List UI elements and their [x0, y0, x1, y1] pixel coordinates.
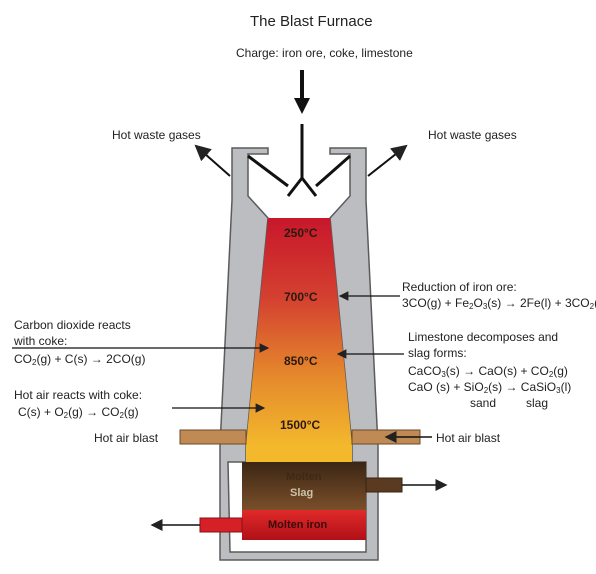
molten-iron-label: Molten iron — [268, 519, 328, 531]
limestone-label-2: slag forms: — [408, 346, 467, 360]
temp-700: 700°C — [284, 290, 318, 304]
charge-arrow-icon — [294, 98, 310, 114]
reduction-equation: 3CO(g) + Fe2O3(s) → 2Fe(l) + 3CO2(g) — [402, 296, 596, 311]
molten-slag-label-2: Slag — [290, 487, 314, 499]
molten-iron-layer — [242, 510, 366, 540]
hot-waste-left-label: Hot waste gases — [112, 128, 201, 142]
temp-250: 250°C — [284, 226, 318, 240]
molten-slag-label-1: Molten — [286, 471, 322, 483]
furnace-hot-zone — [246, 218, 352, 446]
hot-air-blast-right-label: Hot air blast — [436, 431, 501, 445]
molten-slag-layer — [242, 462, 366, 510]
limestone-equation: CaCO3(s) → CaO(s) + CO2(g) — [408, 364, 568, 379]
co2-reacts-label-1: Carbon dioxide reacts — [14, 318, 131, 332]
air-pipe-left — [179, 429, 247, 445]
hot-air-blast-left-label: Hot air blast — [94, 431, 159, 445]
page-title: The Blast Furnace — [250, 13, 373, 30]
hot-air-reacts-label: Hot air reacts with coke: — [14, 388, 143, 402]
slag-label: slag — [526, 396, 549, 410]
co2-reacts-label-2: with coke: — [14, 334, 68, 348]
temp-1500: 1500°C — [280, 418, 321, 432]
charge-label: Charge: iron ore, coke, limestone — [236, 46, 413, 60]
reduction-label: Reduction of iron ore: — [402, 280, 517, 294]
sand-label: sand — [470, 396, 497, 410]
limestone-label-1: Limestone decomposes and — [408, 330, 559, 344]
waste-gas-right-arrow — [367, 144, 408, 177]
o2-equation: C(s) + O2(g) → CO2(g) — [18, 405, 139, 420]
temp-850: 850°C — [284, 354, 318, 368]
waste-gas-left-arrow — [194, 144, 231, 177]
slag-equation: CaO (s) + SiO2(s) → CaSiO3(l) — [408, 380, 572, 395]
co2-equation: CO2(g) + C(s) → 2CO(g) — [14, 352, 146, 367]
hot-waste-right-label: Hot waste gases — [428, 128, 517, 142]
